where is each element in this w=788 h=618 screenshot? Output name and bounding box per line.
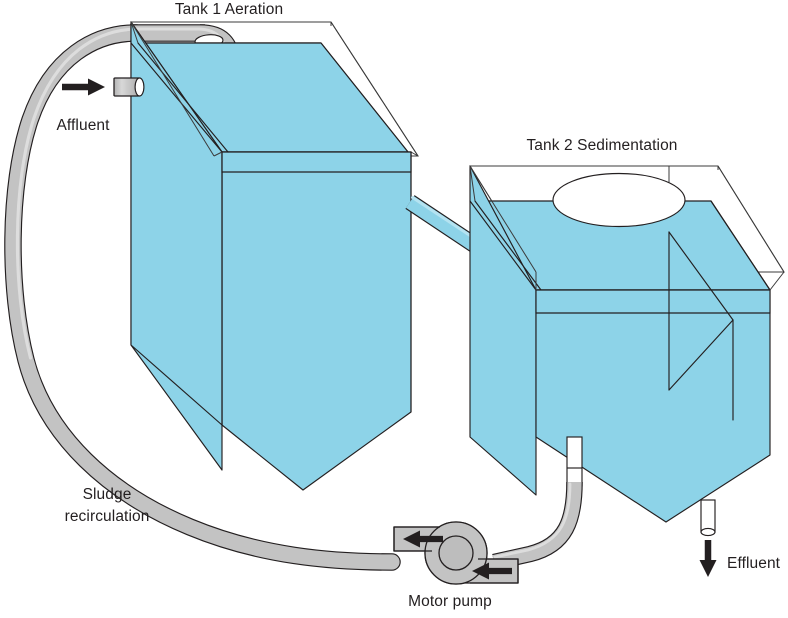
tank2-title: Tank 2 Sedimentation	[526, 137, 677, 154]
sedimentation-tank: Tank 2 Sedimentation	[469, 137, 785, 523]
sludge-recirculation-label-line2: recirculation	[65, 508, 150, 525]
clarifier-well-opening	[552, 172, 686, 228]
pump-discharge-arrow	[403, 530, 443, 548]
motor-pump-label: Motor pump	[408, 593, 492, 610]
sludge-recirculation-label-line1: Sludge	[83, 486, 132, 503]
aeration-tank: Tank 1 Aeration	[130, 1, 419, 491]
motor-pump[interactable]	[393, 521, 519, 585]
affluent-inlet-pipe	[113, 77, 145, 97]
sludge-drawoff-pipe	[492, 436, 583, 571]
pump-impeller	[438, 535, 474, 571]
affluent-arrow	[62, 78, 105, 96]
pump-suction-arrow	[472, 562, 512, 580]
sludge-recirculation-pipe	[4, 24, 401, 571]
affluent-label: Affluent	[56, 117, 110, 134]
effluent-label: Effluent	[727, 555, 781, 572]
effluent-arrow	[699, 540, 717, 577]
tank1-title: Tank 1 Aeration	[175, 1, 283, 18]
effluent-outlet-pipe	[700, 499, 716, 537]
